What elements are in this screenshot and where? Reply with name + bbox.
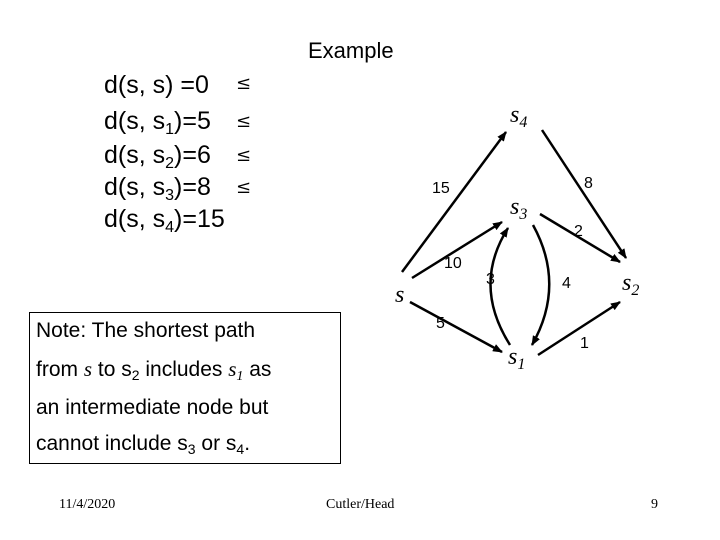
note-text: includes xyxy=(139,358,229,381)
edge-s1-s2 xyxy=(537,300,621,357)
weight-s-s4: 15 xyxy=(432,180,450,197)
note-subscript: 3 xyxy=(187,441,196,457)
weight-s3-s2: 2 xyxy=(574,223,583,240)
weight-s-s1: 5 xyxy=(436,315,445,332)
note-subscript: 4 xyxy=(236,441,245,457)
edge-s1-s3 xyxy=(489,227,512,346)
weight-s4-s2: 8 xyxy=(584,175,593,192)
leq-symbol: ≤ xyxy=(236,111,252,132)
weight-s1-s3: 3 xyxy=(486,271,495,288)
note-var-s: s xyxy=(83,357,93,381)
note-line-1: Note: The shortest path xyxy=(36,319,256,342)
note-var-s1: s xyxy=(228,357,237,381)
note-line-4: cannot include s3 or s4. xyxy=(36,432,250,457)
edge-s3-s1 xyxy=(530,224,551,346)
distance-subscript: 1 xyxy=(165,121,175,138)
distance-text: d(s, s xyxy=(104,173,166,201)
distance-text: d(s, s xyxy=(104,141,166,169)
note-line-3: an intermediate node but xyxy=(36,396,269,419)
note-text: to s xyxy=(92,358,132,381)
node-s4: s4 xyxy=(510,102,527,131)
edge-s-s1 xyxy=(409,300,503,354)
footer-page-number: 9 xyxy=(651,497,658,512)
leq-symbol: ≤ xyxy=(236,73,252,94)
note-text: . xyxy=(244,432,251,455)
distance-subscript: 2 xyxy=(165,155,175,172)
note-subscript: 1 xyxy=(236,369,244,384)
footer-date: 11/4/2020 xyxy=(59,497,116,512)
footer-author: Cutler/Head xyxy=(326,497,395,512)
distance-text: d(s, s xyxy=(104,205,166,233)
note-text: cannot include s xyxy=(36,432,188,455)
leq-symbol: ≤ xyxy=(236,145,252,166)
distance-value: )=15 xyxy=(174,205,225,233)
weight-s-s3: 10 xyxy=(444,255,462,272)
weight-s3-s1: 4 xyxy=(562,275,571,292)
node-s2: s2 xyxy=(622,270,639,299)
distance-text: d(s, s) =0 xyxy=(104,71,209,99)
distance-line-s2: d(s, s2)=6 xyxy=(104,140,211,179)
distance-text: d(s, s xyxy=(104,107,166,135)
distance-value: )=5 xyxy=(174,107,211,135)
edge-s-s3 xyxy=(411,220,503,280)
note-line-2: from s to s2 includes s1 as xyxy=(36,357,271,385)
distance-subscript: 3 xyxy=(165,187,175,204)
distance-value: )=6 xyxy=(174,141,211,169)
distance-line-s3: d(s, s3)=8 xyxy=(104,172,211,211)
distance-line-s: d(s, s) =0 xyxy=(104,70,209,100)
node-s: s xyxy=(395,282,404,308)
note-text: or s xyxy=(195,432,237,455)
edge-s3-s2 xyxy=(539,212,621,264)
distance-line-s4: d(s, s4)=15 xyxy=(104,204,225,243)
note-text: as xyxy=(243,358,272,381)
distance-subscript: 4 xyxy=(165,219,175,236)
weight-s1-s2: 1 xyxy=(580,335,589,352)
distance-value: )=8 xyxy=(174,173,211,201)
note-box xyxy=(29,312,341,464)
edge-s4-s2 xyxy=(540,129,628,259)
slide-title: Example xyxy=(308,38,394,63)
node-s1: s1 xyxy=(508,344,525,373)
note-subscript: 2 xyxy=(131,367,140,383)
note-text: from xyxy=(36,358,84,381)
edge-s-s4 xyxy=(400,131,508,273)
node-s3: s3 xyxy=(510,194,527,223)
distance-line-s1: d(s, s1)=5 xyxy=(104,106,211,145)
leq-symbol: ≤ xyxy=(236,177,252,198)
